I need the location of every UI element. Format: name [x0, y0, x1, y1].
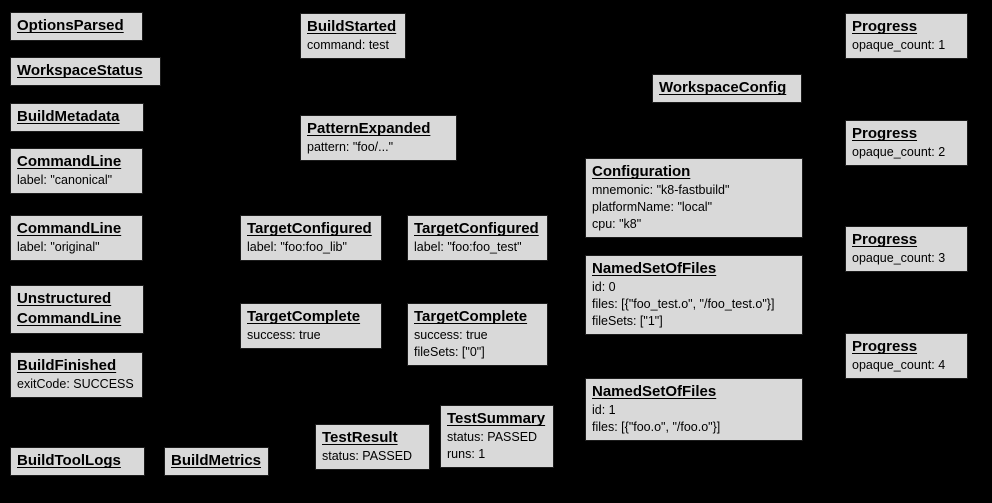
node-title: Progress — [852, 18, 918, 35]
node-title: BuildMetrics — [171, 452, 262, 469]
node-title: BuildToolLogs — [17, 452, 121, 469]
node-named-set-of-files-1: NamedSetOfFiles id: 1 files: [{"foo.o", … — [585, 378, 803, 441]
node-details: success: true — [247, 328, 321, 342]
node-title: CommandLine — [17, 153, 122, 170]
node-named-set-of-files-0: NamedSetOfFiles id: 0 files: [{"foo_test… — [585, 255, 803, 335]
node-test-summary: TestSummary status: PASSED runs: 1 — [440, 405, 554, 468]
node-title: TargetConfigured — [414, 220, 539, 237]
node-title: Progress — [852, 125, 918, 142]
node-title: WorkspaceConfig — [659, 79, 787, 96]
node-title: TargetComplete — [414, 308, 528, 325]
node-title: TestResult — [322, 429, 398, 446]
node-title: Progress — [852, 231, 918, 248]
node-target-complete-foo-test: TargetComplete success: true fileSets: [… — [407, 303, 548, 366]
node-progress-2: Progress opaque_count: 2 — [845, 120, 968, 166]
node-details: id: 1 files: [{"foo.o", "/foo.o"}] — [592, 403, 721, 434]
node-build-started: BuildStarted command: test — [300, 13, 406, 59]
node-command-line-original: CommandLine label: "original" — [10, 215, 143, 261]
node-title: BuildFinished — [17, 357, 117, 374]
node-pattern-expanded: PatternExpanded pattern: "foo/..." — [300, 115, 457, 161]
node-title: Unstructured CommandLine — [17, 290, 122, 327]
node-test-result: TestResult status: PASSED — [315, 424, 430, 470]
node-details: mnemonic: "k8-fastbuild" platformName: "… — [592, 183, 730, 231]
node-details: opaque_count: 1 — [852, 38, 946, 52]
node-title: BuildStarted — [307, 18, 397, 35]
node-details: opaque_count: 4 — [852, 358, 946, 372]
node-details: id: 0 files: [{"foo_test.o", "/foo_test.… — [592, 280, 775, 328]
node-unstructured-command-line: Unstructured CommandLine — [10, 285, 144, 334]
node-options-parsed: OptionsParsed — [10, 12, 143, 41]
node-progress-1: Progress opaque_count: 1 — [845, 13, 968, 59]
node-details: success: true fileSets: ["0"] — [414, 328, 488, 359]
node-progress-3: Progress opaque_count: 3 — [845, 226, 968, 272]
node-build-metrics: BuildMetrics — [164, 447, 269, 476]
node-target-configured-foo-lib: TargetConfigured label: "foo:foo_lib" — [240, 215, 382, 261]
node-details: opaque_count: 3 — [852, 251, 946, 265]
node-details: opaque_count: 2 — [852, 145, 946, 159]
node-title: BuildMetadata — [17, 108, 120, 125]
node-workspace-config: WorkspaceConfig — [652, 74, 802, 103]
node-details: status: PASSED — [322, 449, 413, 463]
node-title: TargetConfigured — [247, 220, 372, 237]
node-target-complete-foo-lib: TargetComplete success: true — [240, 303, 382, 349]
node-details: command: test — [307, 38, 389, 52]
node-title: NamedSetOfFiles — [592, 260, 717, 277]
node-title: TestSummary — [447, 410, 546, 427]
node-command-line-canonical: CommandLine label: "canonical" — [10, 148, 143, 194]
node-title: NamedSetOfFiles — [592, 383, 717, 400]
node-details: status: PASSED runs: 1 — [447, 430, 538, 461]
node-details: label: "original" — [17, 240, 100, 254]
node-title: Configuration — [592, 163, 691, 180]
node-title: Progress — [852, 338, 918, 355]
node-details: label: "foo:foo_lib" — [247, 240, 347, 254]
node-title: OptionsParsed — [17, 17, 124, 34]
node-title: CommandLine — [17, 220, 122, 237]
node-title: WorkspaceStatus — [17, 62, 143, 79]
node-details: label: "canonical" — [17, 173, 113, 187]
node-build-metadata: BuildMetadata — [10, 103, 144, 132]
node-title: TargetComplete — [247, 308, 361, 325]
node-progress-4: Progress opaque_count: 4 — [845, 333, 968, 379]
node-details: pattern: "foo/..." — [307, 140, 394, 154]
node-configuration: Configuration mnemonic: "k8-fastbuild" p… — [585, 158, 803, 238]
node-target-configured-foo-test: TargetConfigured label: "foo:foo_test" — [407, 215, 548, 261]
node-details: label: "foo:foo_test" — [414, 240, 522, 254]
node-details: exitCode: SUCCESS — [17, 377, 134, 391]
node-title: PatternExpanded — [307, 120, 431, 137]
node-build-finished: BuildFinished exitCode: SUCCESS — [10, 352, 143, 398]
node-build-tool-logs: BuildToolLogs — [10, 447, 145, 476]
node-workspace-status: WorkspaceStatus — [10, 57, 161, 86]
